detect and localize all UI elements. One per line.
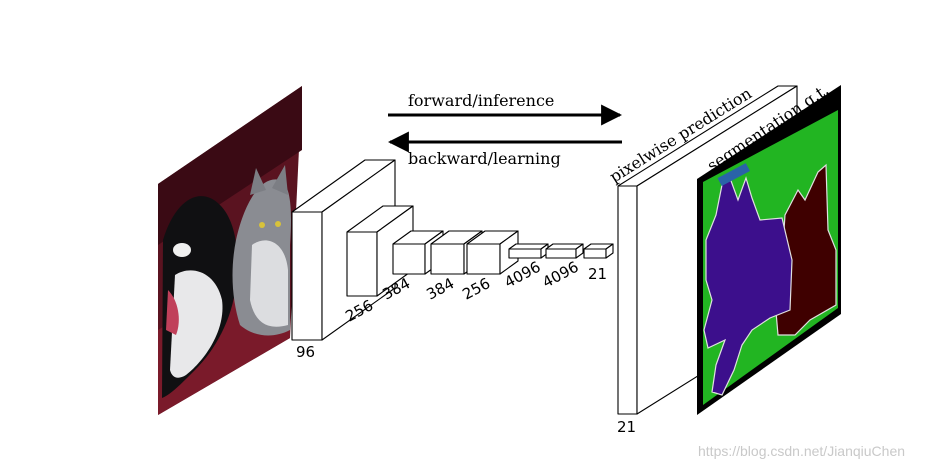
conv-layer-block (545, 243, 584, 259)
layer-channel-label: 384 (423, 274, 457, 303)
conv-layer-block (508, 243, 549, 259)
conv-layers (291, 159, 614, 341)
forward-label: forward/inference (408, 91, 554, 110)
segmentation-map-icon (697, 85, 841, 415)
conv-layer-block (583, 243, 614, 259)
output-channels-label: 21 (617, 418, 636, 436)
layer-channel-label: 256 (459, 274, 493, 303)
backward-label: backward/learning (408, 149, 561, 168)
layer-channel-label: 21 (588, 265, 607, 283)
input-photo-icon (158, 86, 302, 415)
layer-channel-label: 4096 (539, 258, 581, 292)
layer-channel-label: 96 (296, 343, 315, 361)
watermark-text: https://blog.csdn.net/JianqiuChen (698, 443, 905, 459)
